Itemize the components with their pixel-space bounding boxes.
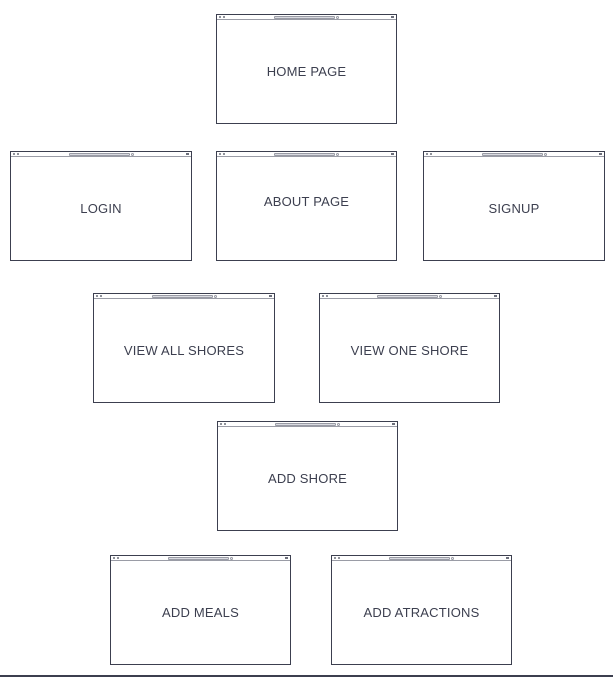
window-dot-icon — [117, 557, 119, 559]
window-dot-icon — [219, 153, 221, 155]
screen-label: ADD MEALS — [162, 605, 239, 620]
reload-icon — [543, 153, 547, 156]
window-dot-icon — [113, 557, 115, 559]
address-bar — [68, 153, 130, 156]
screen-about-page: ABOUT PAGE — [216, 151, 397, 261]
window-dot-icon — [224, 423, 226, 425]
browser-chrome — [218, 422, 397, 427]
window-dot-icon — [338, 557, 340, 559]
browser-chrome — [217, 152, 396, 157]
browser-chrome — [424, 152, 604, 157]
reload-icon — [337, 423, 341, 426]
window-dot-icon — [326, 295, 328, 297]
screen-label: LOGIN — [80, 201, 122, 216]
screen-login: LOGIN — [10, 151, 192, 261]
menu-icon — [494, 295, 497, 297]
window-dot-icon — [100, 295, 102, 297]
screen-label: VIEW ALL SHORES — [123, 343, 245, 358]
window-dot-icon — [219, 16, 221, 18]
menu-icon — [269, 295, 272, 297]
window-dot-icon — [426, 153, 428, 155]
reload-icon — [336, 16, 340, 19]
address-bar — [377, 295, 439, 298]
screen-home-page: HOME PAGE — [216, 14, 397, 124]
screen-view-one-shore: VIEW ONE SHORE — [319, 293, 500, 403]
window-dot-icon — [223, 16, 225, 18]
window-dot-icon — [223, 153, 225, 155]
address-bar — [151, 295, 213, 298]
screen-add-meals: ADD MEALS — [110, 555, 291, 665]
window-dot-icon — [220, 423, 222, 425]
reload-icon — [130, 153, 134, 156]
window-dot-icon — [334, 557, 336, 559]
browser-chrome — [332, 556, 511, 561]
screen-label: SIGNUP — [488, 201, 540, 216]
reload-icon — [213, 295, 217, 298]
menu-icon — [285, 557, 288, 559]
reload-icon — [336, 153, 340, 156]
bottom-divider — [0, 675, 613, 677]
browser-chrome — [94, 294, 274, 299]
address-bar — [275, 423, 337, 426]
reload-icon — [451, 557, 455, 560]
address-bar — [389, 557, 451, 560]
window-dot-icon — [13, 153, 15, 155]
window-dot-icon — [96, 295, 98, 297]
menu-icon — [186, 153, 189, 155]
screen-add-atractions: ADD ATRACTIONS — [331, 555, 512, 665]
screen-label: ADD SHORE — [267, 471, 348, 486]
screen-label: ABOUT PAGE — [263, 193, 350, 209]
screen-view-all-shores: VIEW ALL SHORES — [93, 293, 275, 403]
screen-label: ADD ATRACTIONS — [363, 605, 480, 620]
reload-icon — [230, 557, 234, 560]
browser-chrome — [111, 556, 290, 561]
browser-chrome — [320, 294, 499, 299]
address-bar — [168, 557, 230, 560]
menu-icon — [506, 557, 509, 559]
window-dot-icon — [322, 295, 324, 297]
address-bar — [274, 153, 336, 156]
reload-icon — [439, 295, 443, 298]
screen-label: VIEW ONE SHORE — [350, 343, 469, 358]
screen-add-shore: ADD SHORE — [217, 421, 398, 531]
address-bar — [481, 153, 543, 156]
screen-label: HOME PAGE — [266, 64, 347, 79]
menu-icon — [599, 153, 602, 155]
window-dot-icon — [17, 153, 19, 155]
menu-icon — [391, 16, 394, 18]
window-dot-icon — [430, 153, 432, 155]
menu-icon — [391, 153, 394, 155]
menu-icon — [392, 423, 395, 425]
browser-chrome — [217, 15, 396, 20]
screen-signup: SIGNUP — [423, 151, 605, 261]
address-bar — [274, 16, 336, 19]
browser-chrome — [11, 152, 191, 157]
